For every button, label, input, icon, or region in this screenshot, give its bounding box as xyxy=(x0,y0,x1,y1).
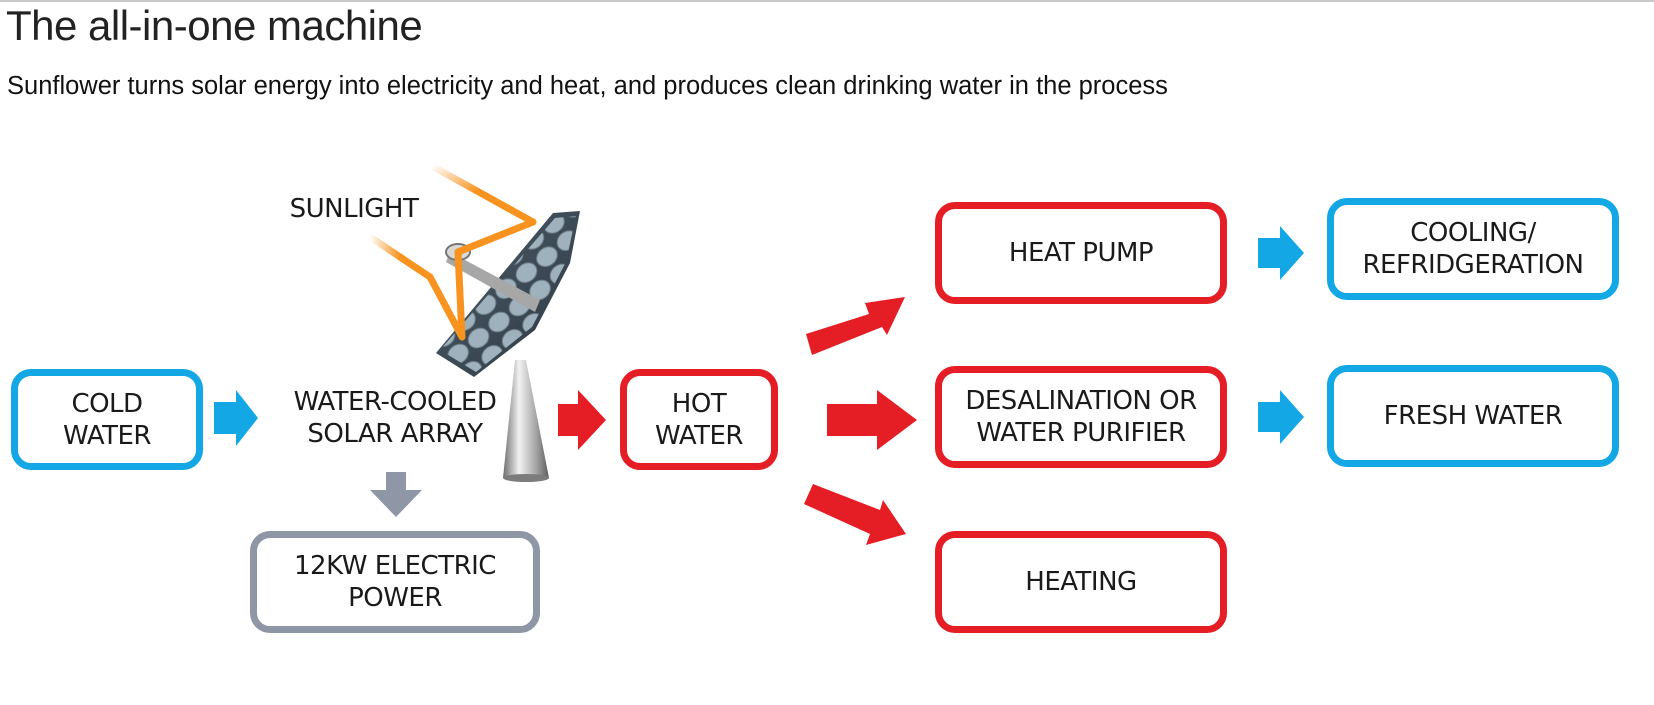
solar-array-line1: WATER-COOLED xyxy=(293,387,497,417)
arrow-down-icon xyxy=(370,472,422,517)
cold-water-line1: COLD xyxy=(71,388,143,419)
arrow-right-icon xyxy=(827,390,917,450)
hot-water-line1: HOT xyxy=(671,388,727,419)
solar-array-label: WATER-COOLED SOLAR ARRAY xyxy=(270,386,520,450)
page-subtitle: Sunflower turns solar energy into electr… xyxy=(7,72,1168,100)
fresh-water-line1: FRESH WATER xyxy=(1383,401,1563,431)
arrow-right-icon xyxy=(806,297,905,355)
electric-power-line2: POWER xyxy=(348,583,442,613)
cooling-line2: REFRIDGERATION xyxy=(1362,250,1584,280)
arrow-right-icon xyxy=(1258,226,1304,280)
sunlight-rays-icon xyxy=(366,162,537,341)
arrow-right-icon xyxy=(558,390,606,450)
sunlight-label: SUNLIGHT xyxy=(289,194,419,224)
top-divider xyxy=(0,0,1654,2)
cooling-line1: COOLING/ xyxy=(1410,218,1536,248)
fresh-water-box: FRESH WATER xyxy=(1327,365,1619,467)
heat-pump-line1: HEAT PUMP xyxy=(1008,238,1154,268)
page-title: The all-in-one machine xyxy=(6,2,423,49)
desalination-box: DESALINATION OR WATER PURIFIER xyxy=(935,366,1227,468)
desalination-line2: WATER PURIFIER xyxy=(976,418,1186,448)
heating-line1: HEATING xyxy=(1025,567,1137,597)
arrow-right-icon xyxy=(1258,390,1304,444)
heating-box: HEATING xyxy=(935,531,1227,633)
cold-water-box: COLD WATER xyxy=(11,369,203,470)
electric-power-box: 12KW ELECTRIC POWER xyxy=(250,531,540,633)
hot-water-line2: WATER xyxy=(655,420,743,451)
arrow-right-icon xyxy=(214,390,258,446)
hot-water-box: HOT WATER xyxy=(620,369,778,470)
electric-power-line1: 12KW ELECTRIC xyxy=(294,551,496,581)
cold-water-line2: WATER xyxy=(63,420,151,451)
heat-pump-box: HEAT PUMP xyxy=(935,202,1227,304)
desalination-line1: DESALINATION OR xyxy=(965,386,1197,416)
cooling-box: COOLING/ REFRIDGERATION xyxy=(1327,198,1619,300)
arrow-right-icon xyxy=(804,484,906,545)
solar-array-line2: SOLAR ARRAY xyxy=(307,419,483,449)
